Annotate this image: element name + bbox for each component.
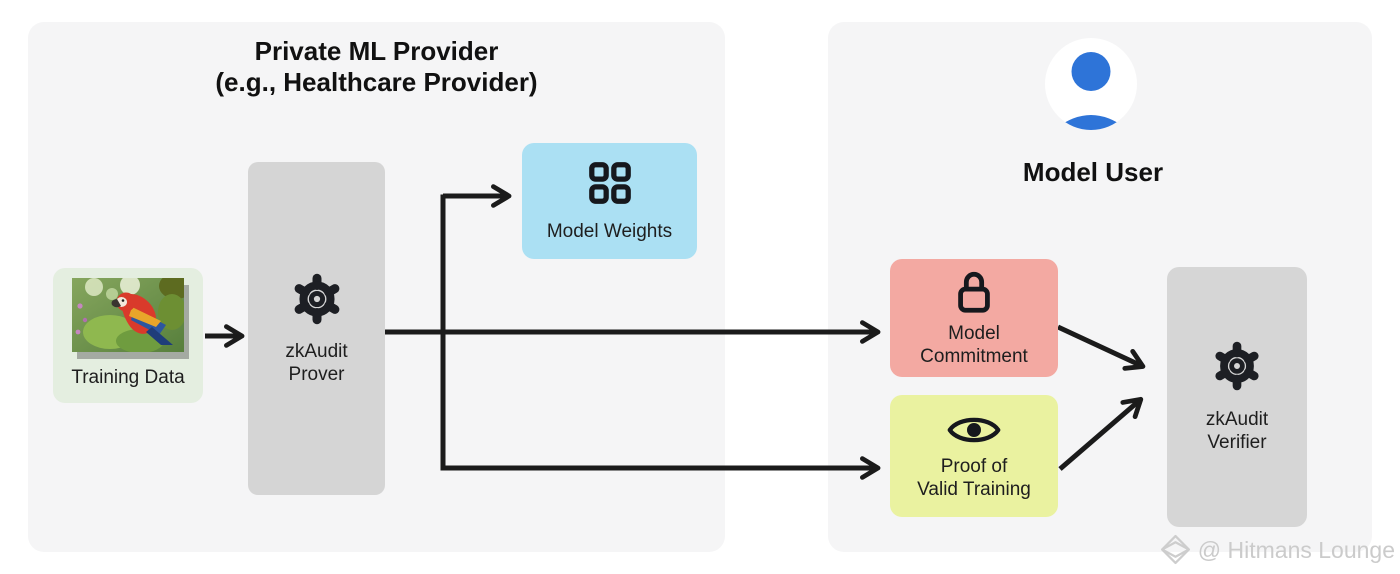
gear-icon bbox=[290, 272, 344, 326]
model-user-title: Model User bbox=[1022, 157, 1164, 187]
left-panel-title-line1: Private ML Provider bbox=[254, 36, 499, 66]
left-panel-title-line2: (e.g., Healthcare Provider) bbox=[215, 67, 538, 97]
gem-icon bbox=[1160, 534, 1190, 565]
model-commitment-node: Model Commitment bbox=[890, 259, 1058, 377]
gear-icon bbox=[1211, 340, 1263, 392]
left-panel-title: Private ML Provider (e.g., Healthcare Pr… bbox=[28, 36, 725, 98]
proof-label-line2: Valid Training bbox=[917, 479, 1031, 500]
zkaudit-verifier-node: zkAudit Verifier bbox=[1167, 267, 1307, 527]
watermark: @ Hitmans Lounge bbox=[1159, 533, 1395, 566]
parrot-photo bbox=[72, 278, 184, 352]
verifier-label-line1: zkAudit bbox=[1205, 409, 1269, 430]
training-data-node: Training Data bbox=[53, 268, 203, 403]
commitment-label-line2: Commitment bbox=[920, 346, 1028, 367]
zkaudit-prover-node: zkAudit Prover bbox=[248, 162, 385, 495]
person-icon bbox=[1053, 52, 1129, 130]
model-weights-label: Model Weights bbox=[546, 220, 673, 242]
lock-icon bbox=[958, 271, 990, 313]
verifier-label-line2: Verifier bbox=[1207, 432, 1267, 453]
watermark-text: @ Hitmans Lounge bbox=[1197, 536, 1395, 563]
commitment-label-line1: Model bbox=[948, 323, 1000, 344]
training-data-label: Training Data bbox=[71, 367, 185, 388]
prover-label-line1: zkAudit bbox=[285, 340, 348, 362]
model-weights-node: Model Weights bbox=[522, 143, 697, 259]
grid-icon bbox=[588, 161, 631, 204]
eye-icon bbox=[947, 417, 1001, 443]
proof-label-line1: Proof of bbox=[940, 456, 1008, 477]
proof-valid-training-node: Proof of Valid Training bbox=[890, 395, 1058, 517]
model-user-avatar bbox=[1045, 38, 1137, 130]
prover-label-line2: Prover bbox=[288, 363, 345, 385]
